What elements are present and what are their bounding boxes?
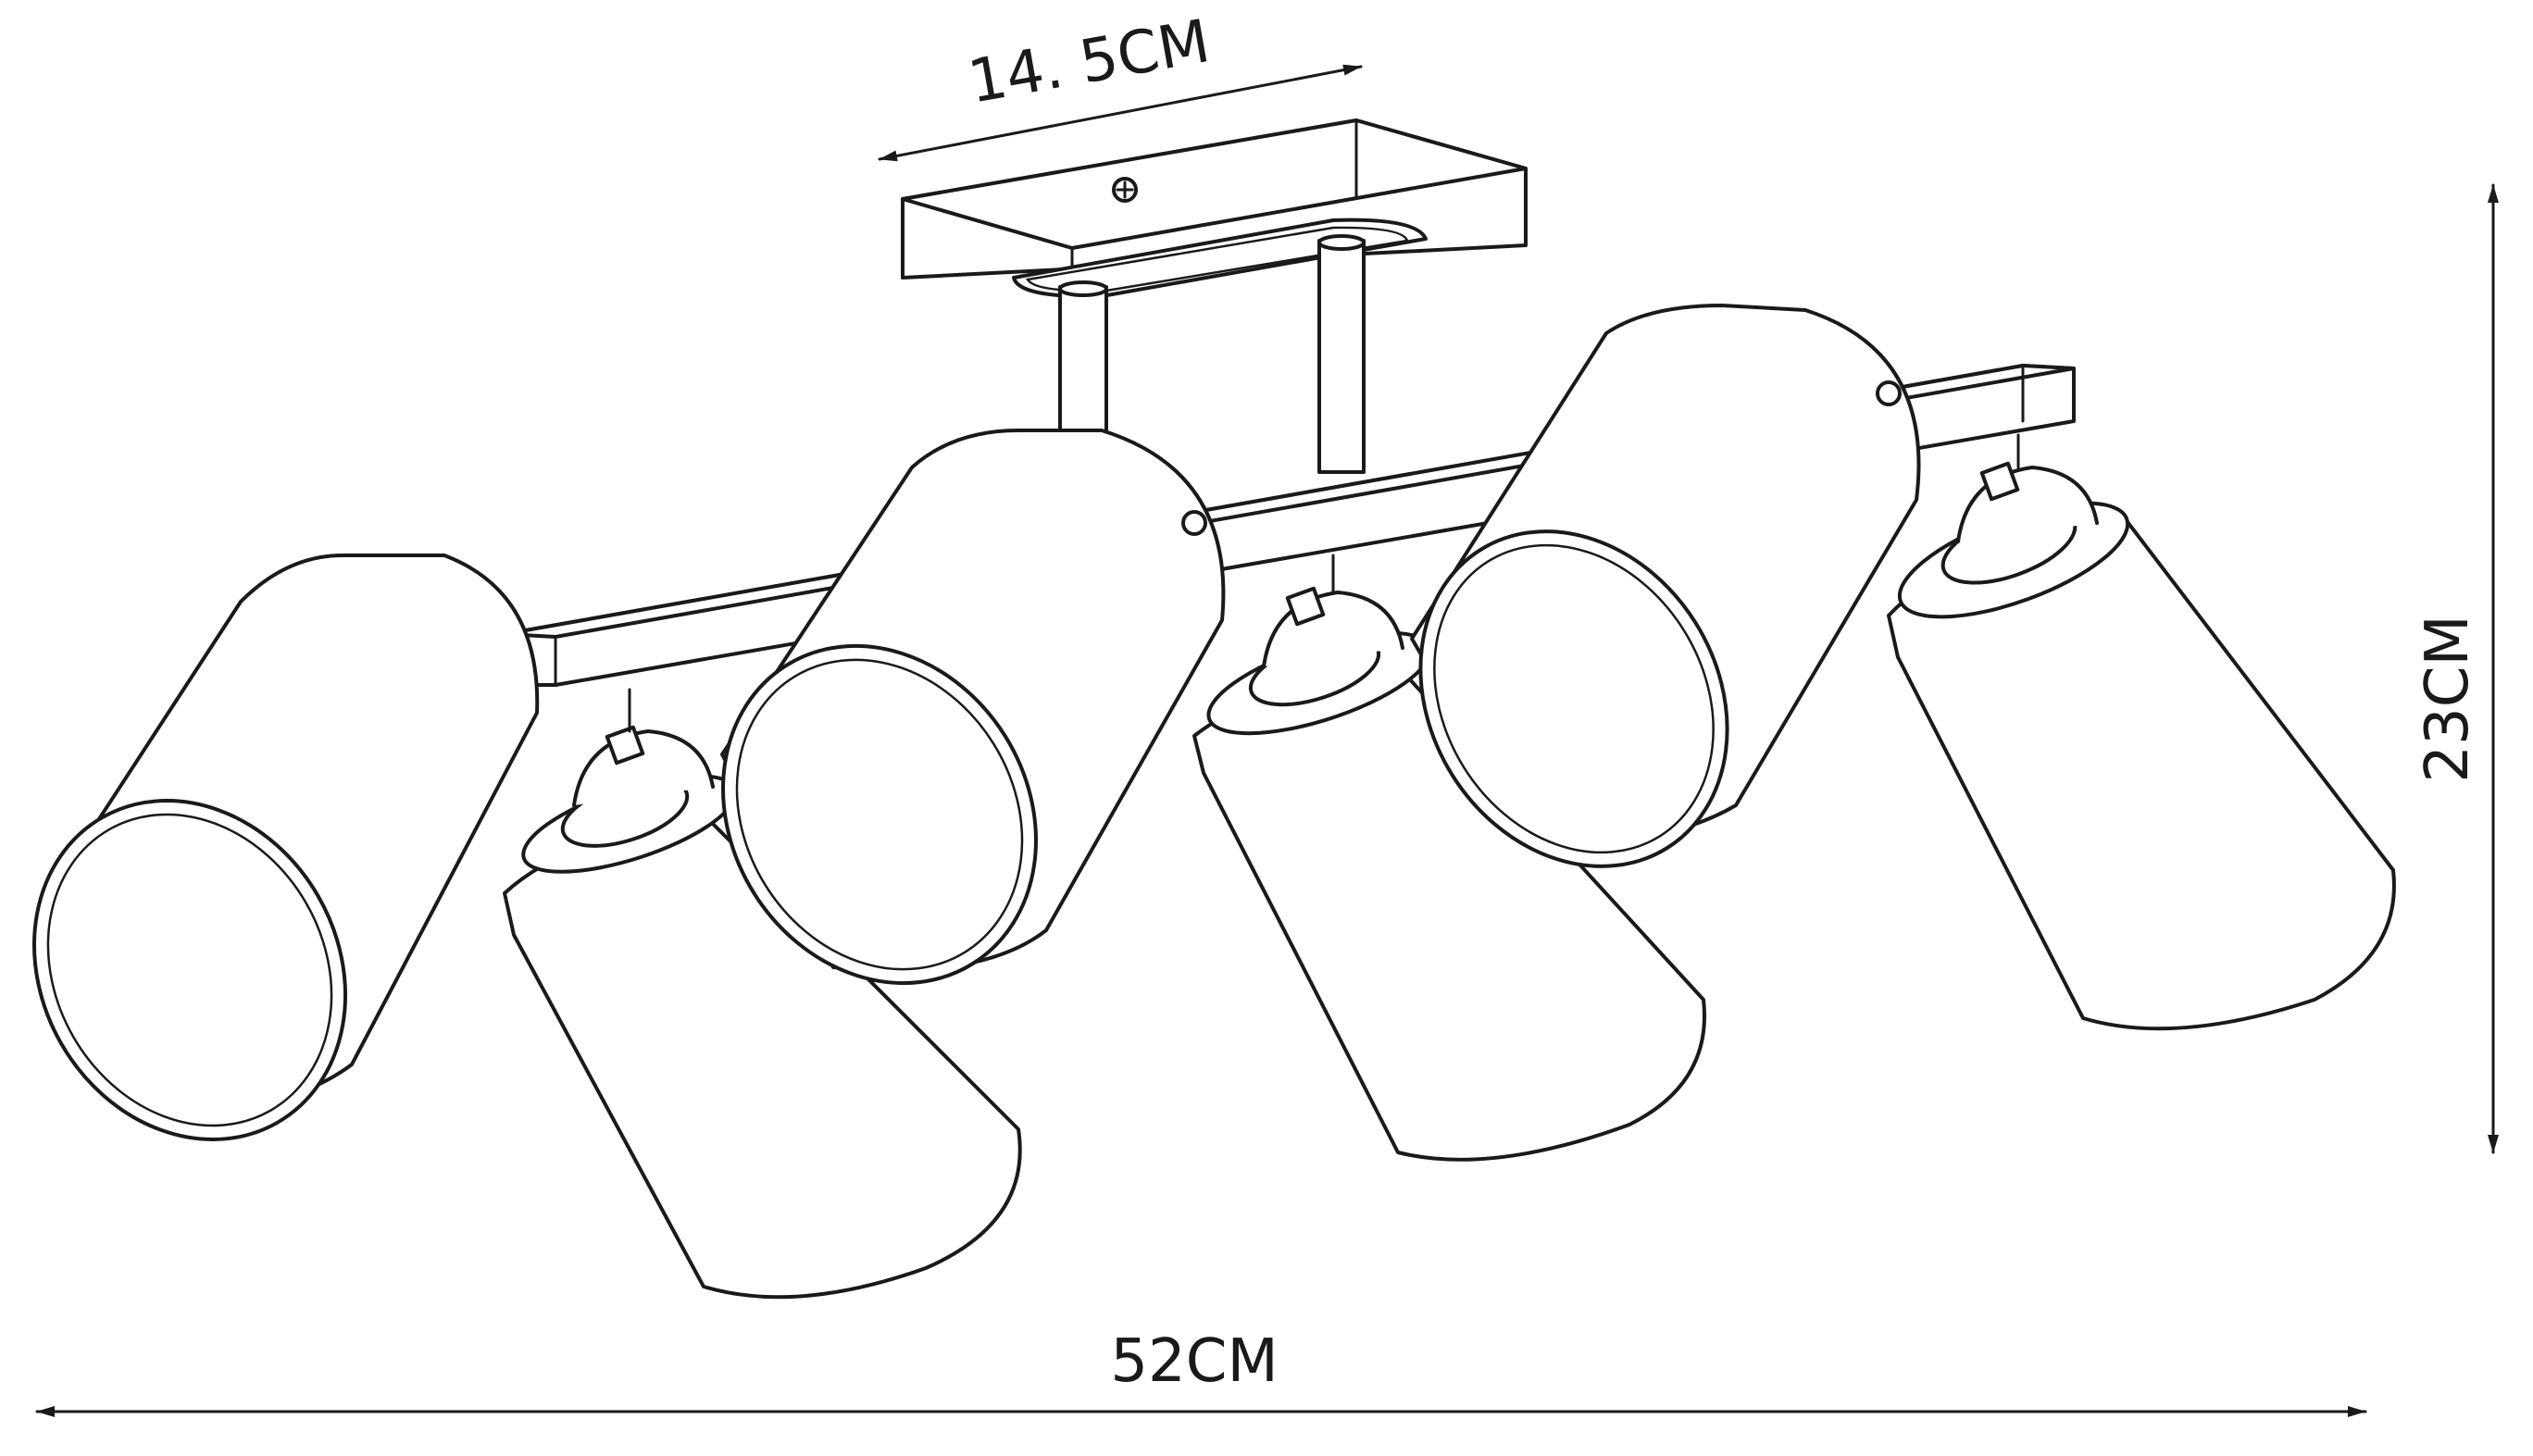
support-rods (1058, 234, 1366, 474)
dimension-overall-height: 23CM (2414, 183, 2499, 1154)
dimension-overall-length: 52CM (35, 1327, 2367, 1417)
ceiling-base (901, 118, 1528, 326)
base-width-dimension-line (878, 64, 1363, 162)
length-label: 52CM (1110, 1327, 1278, 1396)
spot-shade-1 (31, 554, 540, 1141)
spot-shade-5 (1410, 304, 1921, 868)
spot-shade-2 (503, 688, 1022, 1300)
spot-shade-4 (1192, 554, 1706, 1162)
height-label: 23CM (2414, 615, 2482, 782)
spot-shade-3 (720, 429, 1226, 986)
spot-shade-6 (1887, 433, 2396, 1031)
